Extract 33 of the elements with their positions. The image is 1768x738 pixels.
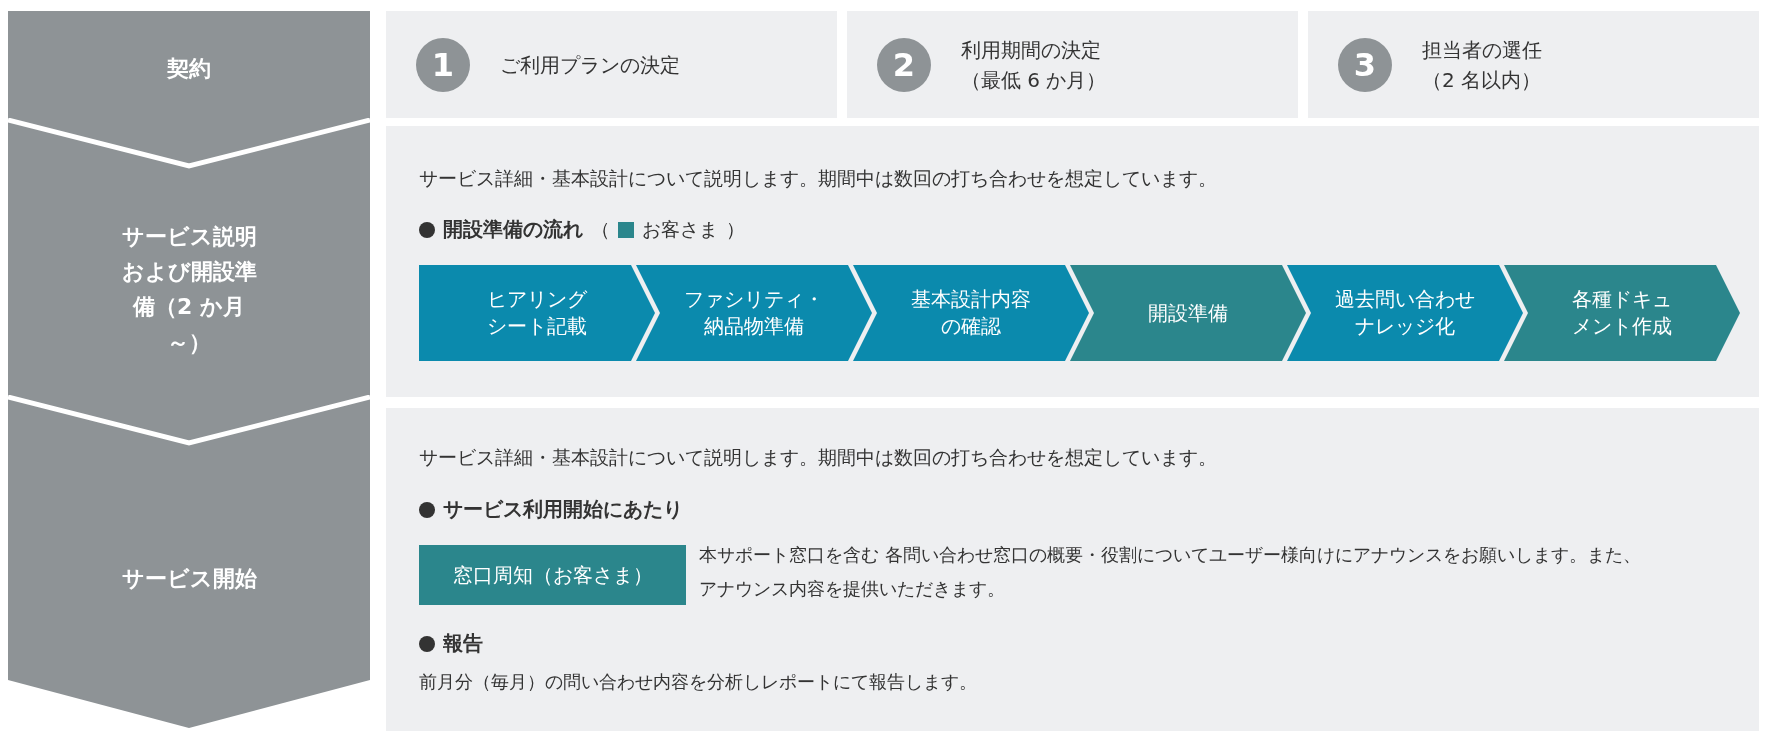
step-number: 2 (877, 37, 931, 92)
step-number: 3 (1338, 37, 1392, 92)
step-text: 利用期間の決定（最低 6 か月） (961, 36, 1108, 94)
notice-box: 窓口周知（お客さま） (419, 545, 686, 605)
panel (386, 126, 1759, 397)
panel (386, 408, 1759, 731)
step-label: 過去問い合わせナレッジ化 (1334, 286, 1476, 340)
description: 前月分（毎月）の問い合わせ内容を分析しレポートにて報告します。 (419, 670, 977, 694)
step-text: ご利用プランの決定 (500, 51, 681, 79)
section-heading: 報告 (443, 630, 483, 657)
description: サービス詳細・基本設計について説明します。期間中は数回の打ち合わせを想定しています。 (419, 166, 1217, 191)
legend-label: お客さま (642, 216, 718, 242)
step-label: ヒアリングシート記載 (486, 286, 588, 340)
stage-band (8, 11, 370, 118)
section-heading: 開設準備の流れ (443, 216, 583, 243)
step-number: 1 (416, 37, 470, 92)
stage-label: サービス開始 (120, 565, 258, 593)
step-label: 各種ドキュメント作成 (1571, 286, 1673, 340)
step-label: ファシリティ・納品物準備 (683, 286, 825, 340)
stage-label: サービス説明および開設準備（2 か月～） (120, 223, 258, 357)
bracket: （ (591, 216, 610, 242)
step-text: 担当者の選任（2 名以内） (1422, 36, 1543, 94)
step-label: 開設準備 (1147, 299, 1229, 327)
stage-label: 契約 (166, 55, 212, 83)
description: サービス詳細・基本設計について説明します。期間中は数回の打ち合わせを想定しています。 (419, 445, 1217, 470)
section-heading: サービス利用開始にあたり (443, 496, 683, 523)
note-text: 本サポート窓口を含む 各問い合わせ窓口の概要・役割についてユーザー様向けにアナウンスをお願いします。また、アナウンス内容を提供いただきます。 (699, 543, 1642, 602)
step-card (386, 11, 837, 118)
step-label: 基本設計内容の確認 (910, 286, 1032, 340)
step-card (847, 11, 1298, 118)
bracket: ） (726, 216, 745, 242)
step-card (1308, 11, 1759, 118)
process-step (419, 265, 655, 361)
